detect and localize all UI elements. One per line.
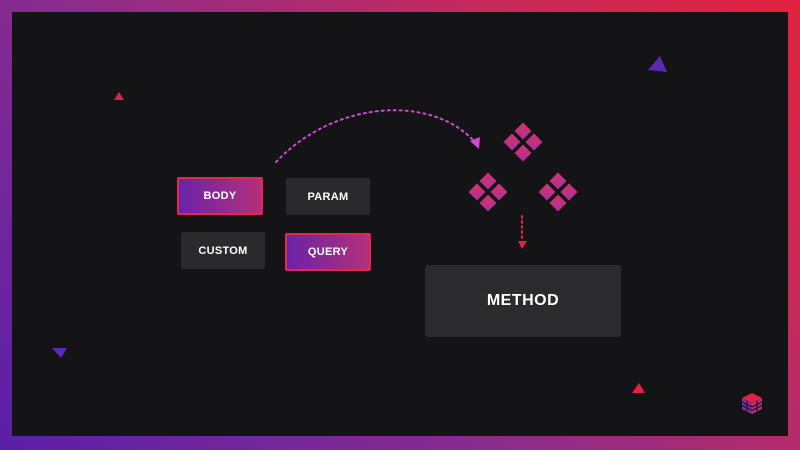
diamond-cluster-icon: [538, 172, 578, 212]
cube-logo-icon: [741, 393, 763, 414]
diamond-cluster-icon: [503, 122, 543, 162]
chip-body: BODY: [177, 177, 263, 215]
triangle-icon: [632, 383, 645, 393]
chip-query: QUERY: [285, 233, 371, 271]
chip-body-label: BODY: [203, 190, 237, 202]
dotted-curve-arrow: [275, 109, 474, 163]
method-label: METHOD: [486, 292, 560, 309]
chip-query-label: QUERY: [307, 246, 349, 258]
slide-canvas: [12, 12, 788, 436]
method-box: METHOD: [425, 265, 621, 337]
chip-custom-label: CUSTOM: [198, 244, 248, 257]
arrowhead-down-icon: [518, 241, 527, 249]
chip-param-label: PARAM: [307, 190, 349, 203]
triangle-icon: [114, 92, 124, 100]
arrowhead-icon: [470, 137, 480, 149]
chip-custom: CUSTOM: [181, 232, 265, 269]
triangle-icon: [648, 56, 667, 72]
chip-param: PARAM: [286, 178, 370, 215]
triangle-icon: [52, 348, 67, 358]
diamond-cluster-icon: [468, 172, 508, 212]
